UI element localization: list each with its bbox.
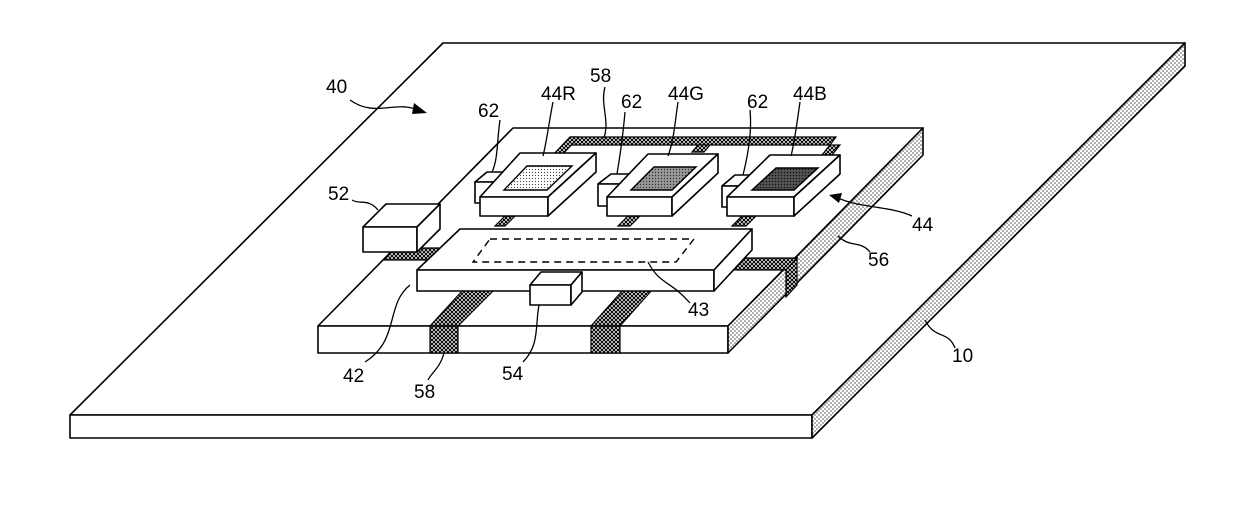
label-54: 54 <box>502 364 524 385</box>
pad-54 <box>530 272 582 305</box>
label-42: 42 <box>343 366 364 387</box>
label-44g: 44G <box>668 84 704 105</box>
label-43: 43 <box>688 300 709 321</box>
label-40: 40 <box>326 77 347 98</box>
label-10: 10 <box>952 346 973 367</box>
label-44: 44 <box>912 215 934 236</box>
label-58-top: 58 <box>590 66 611 87</box>
label-44r: 44R <box>541 84 576 105</box>
label-58-bottom: 58 <box>414 382 435 403</box>
label-56: 56 <box>868 250 889 271</box>
label-62-3: 62 <box>747 92 768 113</box>
label-52: 52 <box>328 184 349 205</box>
label-62-1: 62 <box>478 101 499 122</box>
driver-chip-42 <box>417 229 752 291</box>
label-62-2: 62 <box>621 92 642 113</box>
label-44b: 44B <box>793 84 827 105</box>
